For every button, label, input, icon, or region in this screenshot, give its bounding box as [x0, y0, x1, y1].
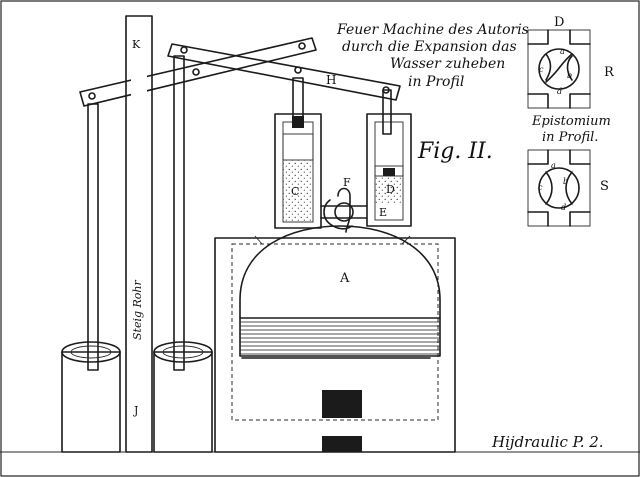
- pump-barrel-left: [61, 341, 121, 453]
- riser-pipe: [125, 15, 153, 453]
- epistomium-caption-2: in Profil.: [542, 130, 598, 145]
- piston-rod-D: [382, 89, 392, 135]
- boiler-dome: [239, 225, 441, 357]
- pump-rod-right: [173, 55, 185, 371]
- valve-bottom-side: S: [600, 179, 609, 194]
- valve-top-port-a: a: [560, 47, 565, 56]
- label-F: F: [343, 176, 351, 189]
- cylinder-C: [274, 113, 322, 229]
- boiler-water: [240, 318, 440, 356]
- beam-G: [79, 37, 317, 107]
- figure-label: Fig. II.: [417, 139, 493, 164]
- label-J: J: [133, 404, 138, 417]
- piston-rod-C: [292, 77, 304, 119]
- beam-H: [167, 43, 401, 101]
- valve-bottom-port-c: c: [538, 183, 543, 192]
- valve-bottom-port-b: b: [563, 177, 568, 186]
- caption-line-1: Feuer Machine des Autoris: [336, 22, 529, 38]
- fire-door: [322, 390, 362, 418]
- valve-view-top: [527, 29, 591, 109]
- plate-label: Hijdraulic P. 2.: [491, 433, 604, 451]
- valve-top-port-b: b: [567, 71, 572, 80]
- valve-top-label: D: [554, 15, 564, 30]
- valve-top-side: R: [604, 65, 615, 80]
- valve-top-port-d: d: [557, 87, 562, 96]
- label-K: K: [132, 38, 141, 51]
- valve-bottom-port-d: d: [561, 203, 566, 212]
- caption-line-4: in Profil: [408, 74, 464, 90]
- steam-valve-F: [323, 187, 354, 233]
- cylinder-D: [366, 113, 412, 227]
- label-C: C: [291, 185, 299, 198]
- label-H: H: [326, 73, 336, 87]
- valve-top-port-c: c: [539, 65, 544, 74]
- pump-rod-left: [87, 103, 99, 371]
- valve-view-bottom: [527, 149, 591, 227]
- pump-barrel-right: [153, 341, 213, 453]
- riser-label: Steig Rohr: [131, 279, 144, 340]
- epistomium-caption-1: Epistomium: [531, 114, 611, 129]
- caption-line-3: Wasser zuheben: [390, 56, 505, 72]
- label-A: A: [339, 271, 350, 286]
- label-D: D: [386, 183, 395, 196]
- ash-pit: [322, 436, 362, 452]
- label-E: E: [379, 206, 387, 219]
- valve-bottom-port-a: a: [551, 161, 556, 170]
- caption-line-2: durch die Expansion das: [342, 39, 517, 55]
